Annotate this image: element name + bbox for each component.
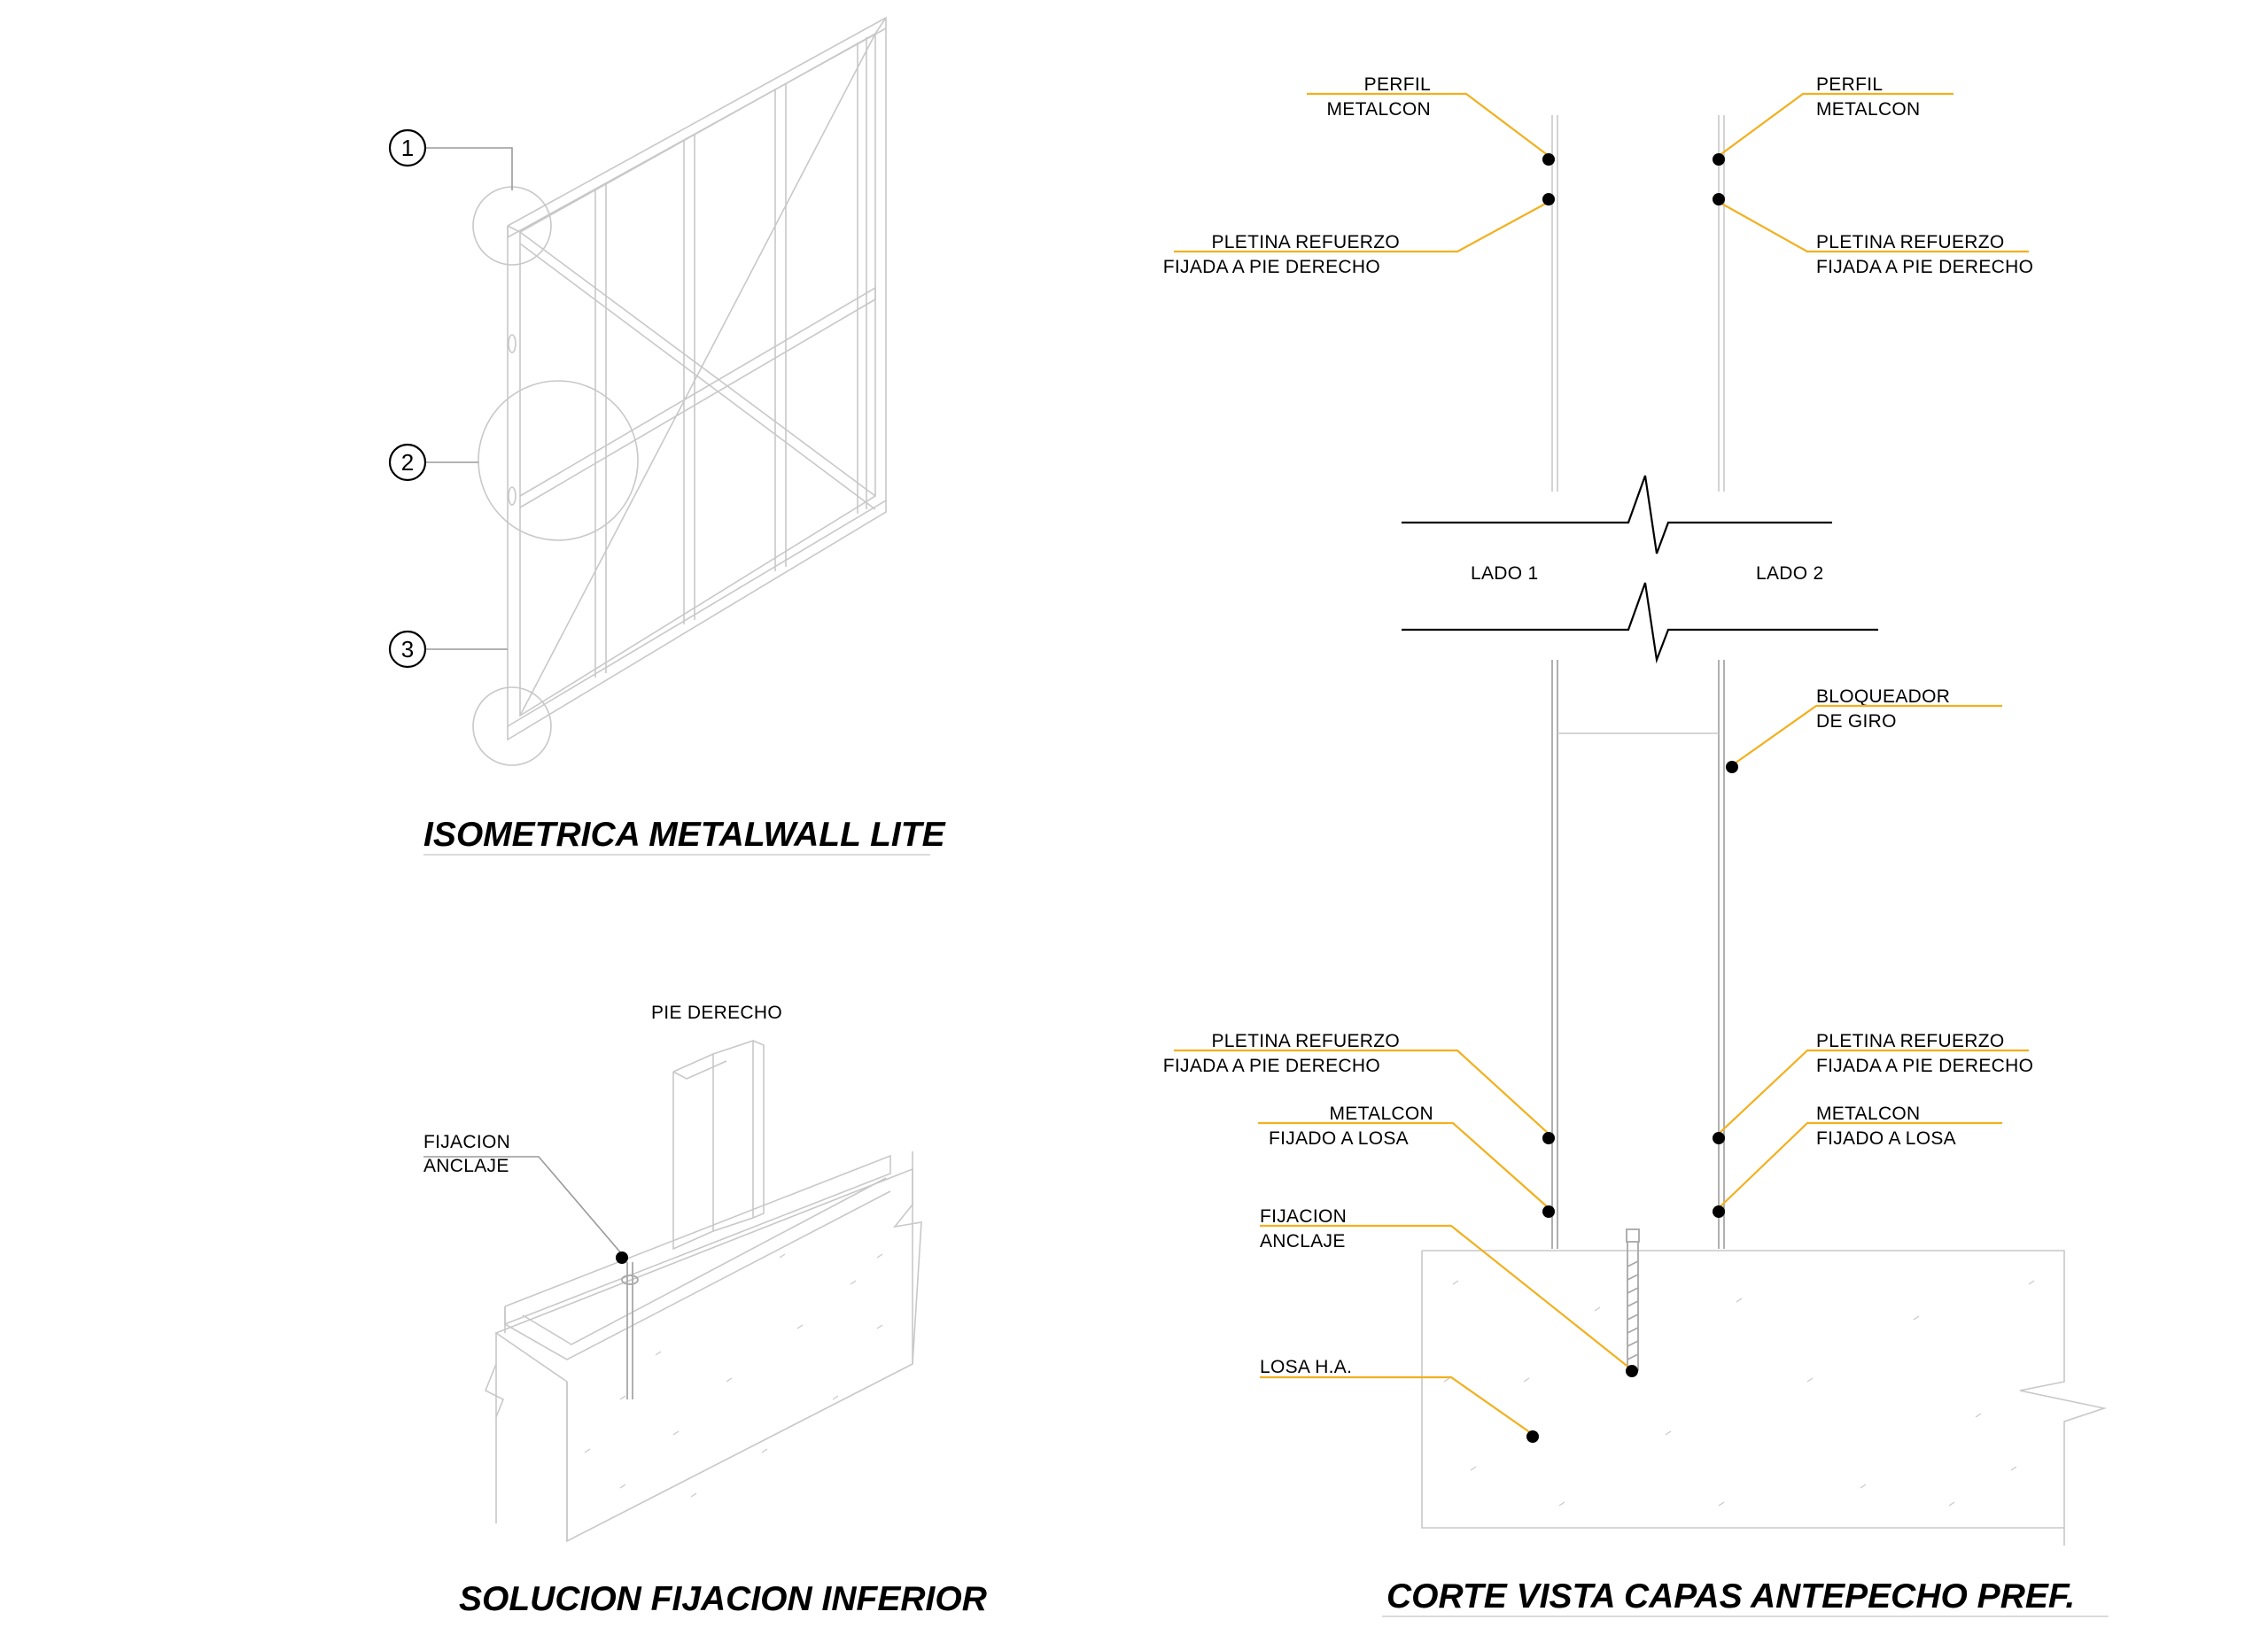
pletina-bot-right-line2: FIJADA A PIE DERECHO — [1816, 1056, 2033, 1076]
metalcon-right-line1: METALCON — [1816, 1104, 1921, 1124]
break-line-top — [1402, 475, 1832, 554]
callout-perfil-left: PERFIL METALCON — [1307, 74, 1555, 166]
lado-1-label: LADO 1 — [1471, 563, 1539, 584]
callout-pletina-bot-right: PLETINA REFUERZO FIJADA A PIE DERECHO — [1713, 1031, 2033, 1144]
pletina-top-left-line2: FIJADA A PIE DERECHO — [1163, 257, 1380, 277]
bottom-title: SOLUCION FIJACION INFERIOR — [459, 1580, 987, 1618]
pletina-top-left-line1: PLETINA REFUERZO — [1211, 232, 1400, 252]
perfil-right-line1: PERFIL — [1816, 74, 1883, 95]
losa-label: LOSA H.A. — [1260, 1357, 1352, 1377]
callout-losa: LOSA H.A. — [1260, 1357, 1539, 1443]
callout-fijacion-section: FIJACION ANCLAJE — [1260, 1206, 1638, 1377]
bottom-fijacion-line1: FIJACION — [423, 1132, 510, 1152]
metalcon-right-line2: FIJADO A LOSA — [1816, 1128, 1956, 1149]
callout-1: 1 — [388, 128, 427, 167]
bottom-fijacion-line2: ANCLAJE — [423, 1156, 509, 1176]
fijacion-section-line2: ANCLAJE — [1260, 1231, 1346, 1251]
pletina-bot-right-line1: PLETINA REFUERZO — [1816, 1031, 2005, 1051]
callout-metalcon-right: METALCON FIJADO A LOSA — [1713, 1104, 2002, 1218]
callout-pletina-top-left: PLETINA REFUERZO FIJADA A PIE DERECHO — [1163, 193, 1555, 277]
callout-2: 2 — [388, 443, 427, 482]
break-line-bottom — [1402, 582, 1878, 664]
bottom-fijacion-dot — [616, 1251, 628, 1264]
callout-1-text: 1 — [401, 135, 414, 161]
pletina-bot-left-line1: PLETINA REFUERZO — [1211, 1031, 1400, 1051]
lado-2-label: LADO 2 — [1756, 563, 1824, 584]
metalcon-left-line1: METALCON — [1329, 1104, 1433, 1124]
slab-hatch-section — [1443, 1280, 2035, 1507]
callout-3-text: 3 — [401, 636, 414, 663]
bloqueador-line1: BLOQUEADOR — [1816, 686, 1950, 707]
section-view — [1402, 115, 2108, 1546]
callout-pletina-top-right: PLETINA REFUERZO FIJADA A PIE DERECHO — [1713, 193, 2033, 277]
callout-3: 3 — [388, 630, 427, 669]
metalcon-left-line2: FIJADO A LOSA — [1269, 1128, 1409, 1149]
isometric-frame — [425, 16, 887, 766]
slab-hatch-iso — [584, 1253, 883, 1498]
pletina-top-right-line2: FIJADA A PIE DERECHO — [1816, 257, 2033, 277]
pletina-top-right-line1: PLETINA REFUERZO — [1816, 232, 2005, 252]
bottom-fijacion-leader — [423, 1156, 623, 1255]
pie-derecho-label: PIE DERECHO — [651, 1003, 782, 1023]
perfil-left-line1: PERFIL — [1364, 74, 1431, 95]
iso-studs — [594, 37, 867, 678]
callout-pletina-bot-left: PLETINA REFUERZO FIJADA A PIE DERECHO — [1163, 1031, 1555, 1144]
bottom-fixing-detail — [484, 1039, 922, 1543]
fijacion-section-line1: FIJACION — [1260, 1206, 1347, 1227]
callout-2-text: 2 — [401, 449, 414, 476]
callout-perfil-right: PERFIL METALCON — [1713, 74, 1953, 166]
callout-bloqueador: BLOQUEADOR DE GIRO — [1726, 686, 2002, 773]
perfil-right-line2: METALCON — [1816, 99, 1921, 120]
callout-metalcon-left: METALCON FIJADO A LOSA — [1258, 1104, 1555, 1218]
perfil-left-line2: METALCON — [1326, 99, 1431, 120]
bloqueador-line2: DE GIRO — [1816, 711, 1897, 732]
iso-title: ISOMETRICA METALWALL LITE — [423, 816, 946, 854]
pletina-bot-left-line2: FIJADA A PIE DERECHO — [1163, 1056, 1380, 1076]
section-title: CORTE VISTA CAPAS ANTEPECHO PREF. — [1386, 1577, 2075, 1616]
